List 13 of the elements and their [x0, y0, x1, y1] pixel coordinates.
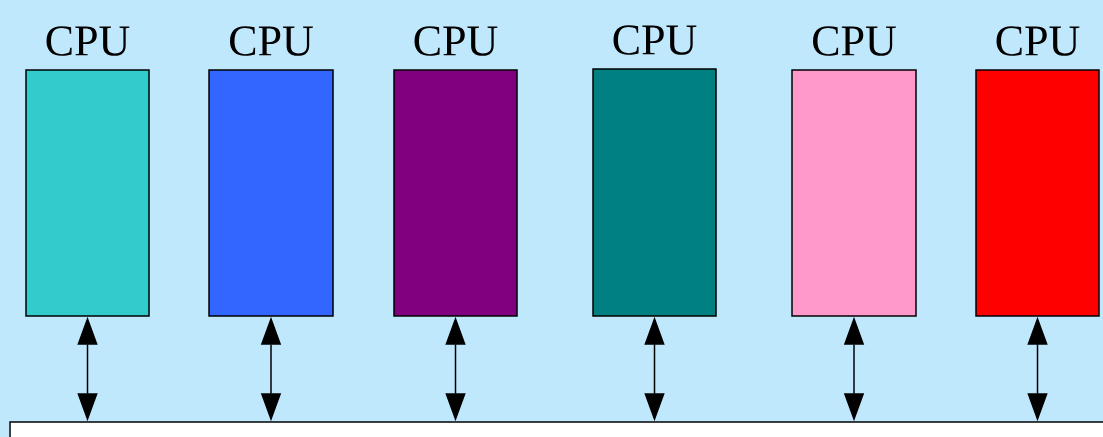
cpu-box — [975, 69, 1100, 317]
box-heading: CPU — [230, 26, 313, 56]
cpu-box — [393, 69, 518, 317]
cpu-box — [592, 68, 717, 317]
cpu-box — [791, 69, 917, 317]
cpu-box — [25, 69, 150, 317]
box-heading: CPU — [996, 26, 1080, 56]
cpu-box — [208, 69, 334, 317]
box-heading: CPU — [414, 26, 498, 56]
box-heading: CPU — [46, 26, 130, 56]
box-heading: CPU — [813, 26, 896, 56]
memory-box — [9, 421, 1103, 437]
box-heading: CPU — [613, 25, 697, 55]
